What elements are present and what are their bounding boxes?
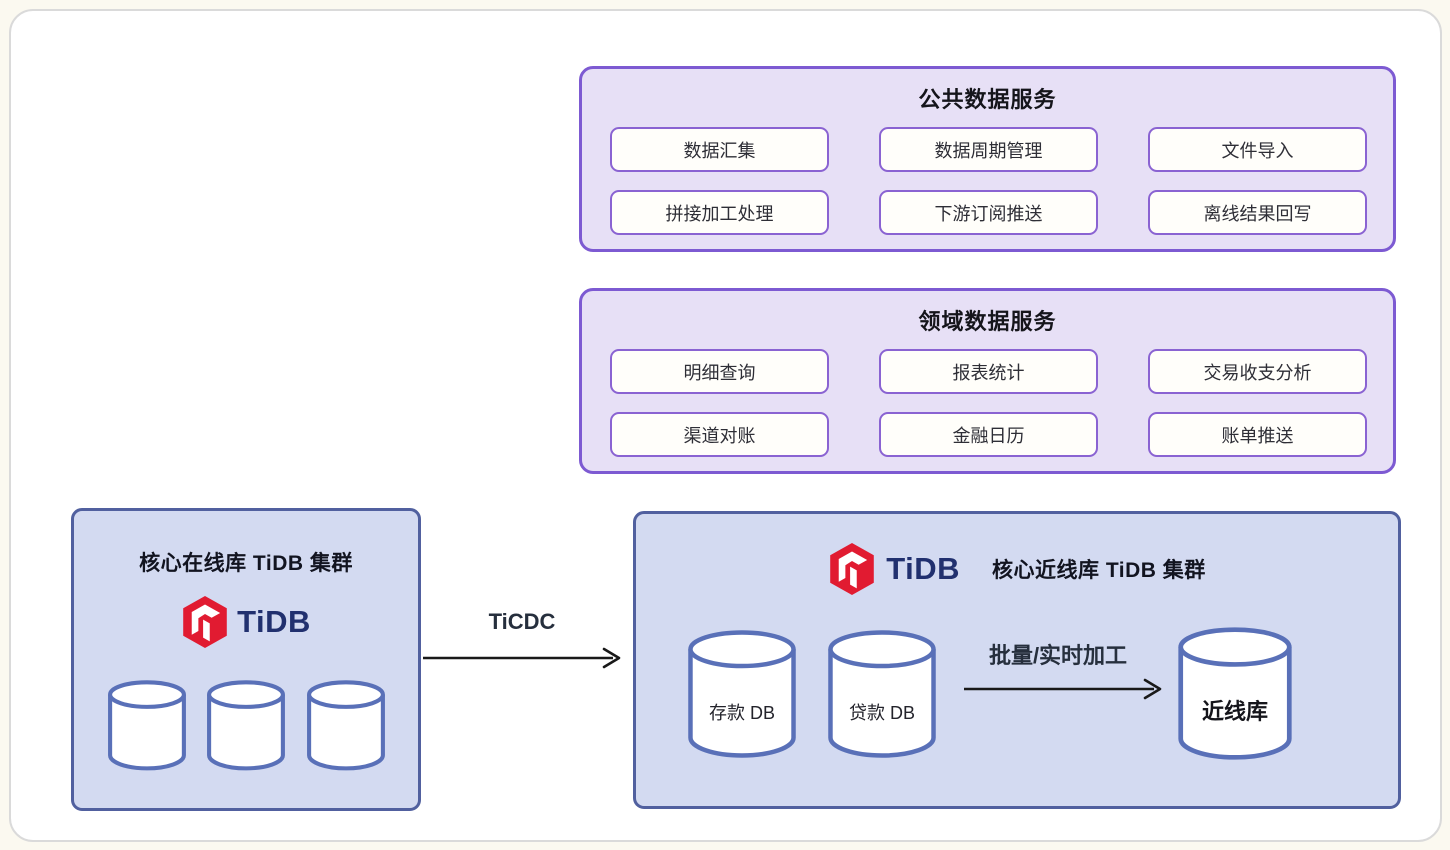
database-cylinder-icon [205,679,287,771]
tidb-logo-row: TiDB [74,595,418,649]
panel-title: 领域数据服务 [918,309,1057,334]
panel-public-data-services: 公共数据服务 数据汇集 数据周期管理 文件导入 拼接加工处理 下游订阅推送 离线… [579,66,1396,252]
tidb-logo-icon [183,595,227,649]
tidb-logo-icon [830,542,875,596]
tidb-wordmark: TiDB [886,551,960,586]
panel-domain-data-services: 领域数据服务 明细查询 报表统计 交易收支分析 渠道对账 金融日历 账单推送 [579,288,1396,474]
database-cylinder-icon [106,679,188,771]
nearline-db-label: 近线库 [1201,698,1268,724]
online-cylinder-row [74,679,418,771]
loan-db-label: 贷款 DB [848,703,915,724]
nearline-cluster-box: TiDB 核心近线库 TiDB 集群 存款 DB 贷款 DB 批量/实时加工 [633,511,1401,809]
database-cylinder-icon [305,679,387,771]
chip-financial-calendar: 金融日历 [879,412,1098,457]
chip-channel-reconciliation: 渠道对账 [610,412,829,457]
deposit-db-cylinder: 存款 DB [686,628,798,760]
panel-title: 公共数据服务 [918,87,1057,112]
chip-data-aggregation: 数据汇集 [610,127,829,172]
process-arrow [964,678,1162,700]
chip-transaction-analysis: 交易收支分析 [1148,349,1367,394]
chip-grid: 数据汇集 数据周期管理 文件导入 拼接加工处理 下游订阅推送 离线结果回写 [610,127,1367,235]
chip-join-processing: 拼接加工处理 [610,190,829,235]
nearline-db-cylinder: 近线库 [1176,625,1294,762]
chip-grid: 明细查询 报表统计 交易收支分析 渠道对账 金融日历 账单推送 [610,349,1367,457]
chip-bill-push: 账单推送 [1148,412,1367,457]
process-arrow-label: 批量/实时加工 [988,643,1128,668]
chip-report-statistics: 报表统计 [879,349,1098,394]
loan-db-cylinder: 贷款 DB [826,628,938,760]
online-cluster-box: 核心在线库 TiDB 集群 TiDB [71,508,421,811]
tidb-wordmark: TiDB [237,604,311,639]
chip-downstream-subscription-push: 下游订阅推送 [879,190,1098,235]
chip-detail-query: 明细查询 [610,349,829,394]
deposit-db-label: 存款 DB [708,703,775,724]
diagram-card: 公共数据服务 数据汇集 数据周期管理 文件导入 拼接加工处理 下游订阅推送 离线… [9,9,1442,842]
online-cluster-title: 核心在线库 TiDB 集群 [139,552,353,575]
chip-data-cycle-management: 数据周期管理 [879,127,1098,172]
chip-file-import: 文件导入 [1148,127,1367,172]
chip-offline-result-writeback: 离线结果回写 [1148,190,1367,235]
nearline-cluster-title: 核心近线库 TiDB 集群 [991,559,1206,582]
ticdc-label: TiCDC [488,609,556,634]
nearline-cluster-header: TiDB 核心近线库 TiDB 集群 [636,542,1398,596]
ticdc-arrow [423,647,621,669]
